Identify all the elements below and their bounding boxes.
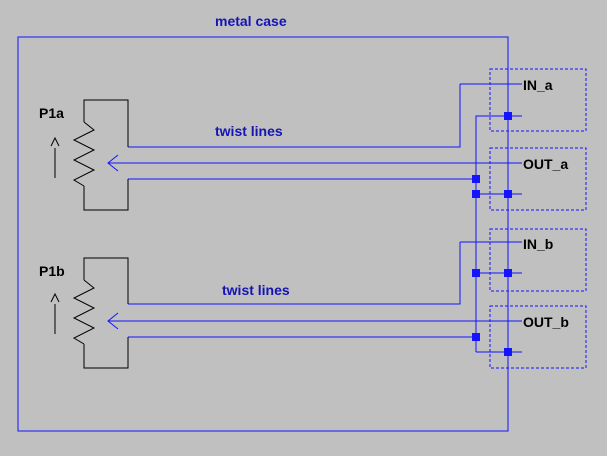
potentiometer-p1a [50, 99, 129, 211]
label-in-a: IN_a [523, 77, 553, 93]
potentiometer-p1b [50, 257, 129, 369]
connector-pins [460, 83, 522, 353]
metal-case-outline [17, 36, 509, 432]
junction-dots [472, 112, 512, 356]
connector-in-b [489, 228, 587, 292]
label-p1b: P1b [39, 263, 65, 279]
connector-out-a [489, 147, 587, 211]
label-p1a: P1a [39, 105, 64, 121]
twist-lines-label-a: twist lines [215, 123, 283, 139]
label-out-b: OUT_b [523, 314, 569, 330]
metal-case-label: metal case [215, 13, 287, 29]
channel-a-wiring [107, 84, 477, 194]
connector-out-b [489, 305, 587, 369]
twist-lines-label-b: twist lines [222, 282, 290, 298]
label-out-a: OUT_a [523, 156, 568, 172]
channel-b-wiring [107, 242, 477, 338]
label-in-b: IN_b [523, 236, 553, 252]
connector-in-a [489, 68, 587, 132]
